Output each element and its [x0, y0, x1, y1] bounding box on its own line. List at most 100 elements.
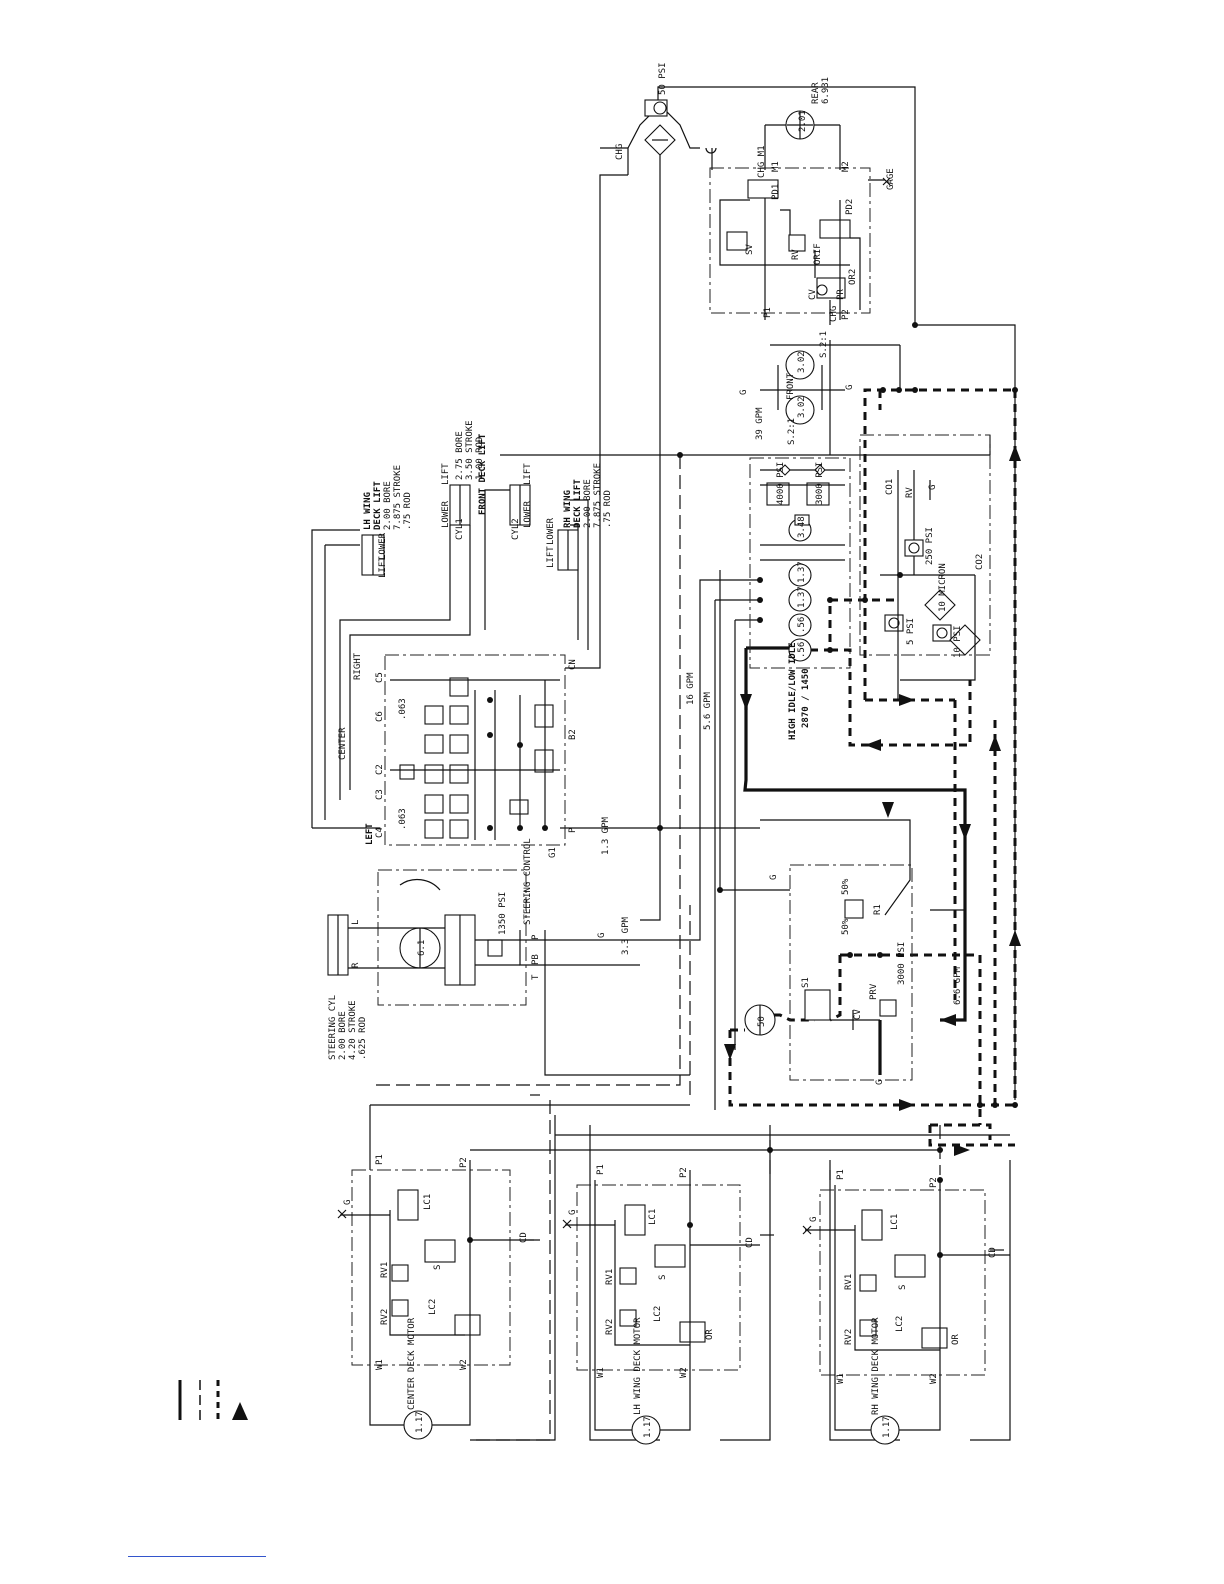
label-56gpm: 5.6 GPM: [703, 691, 713, 730]
label-rear-flow: 2.01: [798, 110, 808, 132]
label-front-disp2: 3.02: [797, 351, 807, 373]
label-or2: OR2: [848, 269, 858, 285]
label-s21-a: S.2:1: [787, 418, 797, 445]
label-rpm: 2870 / 1450: [801, 668, 811, 728]
main-lines: [311, 86, 1016, 1441]
center-p2: P2: [459, 1157, 469, 1168]
label-13gpm: 1.3 GPM: [601, 816, 611, 855]
rh-p2: P2: [929, 1177, 939, 1188]
center-lc2: LC2: [428, 1299, 438, 1315]
label-chg-m1: CHG M1: [757, 145, 767, 178]
label-50pct-b: 50%: [841, 918, 851, 935]
label-cn: CN: [568, 659, 578, 670]
gear-pump-stack: 4000 PSI 3000 PSI 3.48 1.37 1.37 .56 .56: [749, 434, 991, 669]
label-g-front: G: [739, 390, 749, 395]
label-cyl2: CYL2: [511, 518, 521, 540]
center-rv2: RV2: [380, 1309, 390, 1325]
label-orf2: .063: [398, 808, 408, 830]
lh-w2: W2: [679, 1367, 689, 1378]
label-cv: CV: [808, 289, 818, 300]
label-c2: C2: [375, 764, 385, 775]
label-steer-rod: .625 ROD: [358, 1017, 368, 1060]
label-steer-pb: PB: [531, 954, 541, 965]
label-front-lift1: LIFT: [441, 463, 451, 485]
label-lh-lower: LOWER: [378, 532, 388, 560]
label-idle: HIGH IDLE/LOW IDLE: [788, 642, 798, 740]
label-chg2: CHG: [829, 306, 839, 322]
lh-w1: W1: [596, 1367, 606, 1378]
rh-lc1: LC1: [890, 1214, 900, 1230]
label-prv: PRV: [869, 983, 879, 1000]
label-g-mcb: G: [875, 1080, 885, 1085]
label-rv: RV: [791, 249, 801, 260]
label-right: RIGHT: [353, 652, 363, 680]
rh-cd: CD: [988, 1247, 998, 1258]
label-lh-rod: .75 ROD: [403, 492, 413, 530]
label-250psi: 250 PSI: [925, 527, 935, 565]
label-pd2: PD2: [845, 199, 855, 215]
label-pump4: .56: [797, 642, 807, 658]
center-rv1: RV1: [380, 1262, 390, 1278]
label-m1: M1: [771, 161, 781, 172]
flow-arrows: [724, 445, 1021, 1156]
lh-lc2: LC2: [653, 1306, 663, 1322]
label-66gpm: 6.6 GPM: [953, 966, 963, 1005]
line-legend: [178, 1380, 248, 1420]
label-c4: C4: [375, 827, 385, 838]
label-steer-relief: 1350 PSI: [498, 892, 508, 935]
label-steer-p: P: [531, 934, 541, 940]
return-lines: [370, 455, 1010, 1441]
lift-valve-manifold: LEFT CENTER RIGHT C5 C6 C2 C3 C4 .063 .0…: [338, 652, 611, 858]
label-steer-disp: 6.1: [417, 940, 427, 956]
rh-lc2: LC2: [895, 1316, 905, 1332]
center-cd: CD: [519, 1232, 529, 1243]
center-w1: W1: [375, 1359, 385, 1370]
front-pump: 3.02 3.02 FRONT S.2:1 S.2:1 39 GPM G G: [739, 331, 901, 455]
rh-or: OR: [951, 1334, 961, 1345]
label-39gpm: 39 GPM: [755, 407, 765, 440]
label-micron: 10 MICRON: [938, 563, 948, 612]
label-sv: SV: [745, 244, 755, 255]
label-mfd-disp: 50: [757, 1016, 767, 1027]
center-motor-disp: 1.17: [415, 1411, 425, 1433]
label-rh-stroke: 7.875 STROKE: [593, 463, 603, 528]
center-p1: P1: [375, 1154, 385, 1165]
label-b2: B2: [568, 729, 578, 740]
label-pump3: .56: [797, 617, 807, 633]
label-steer-l: L: [351, 920, 361, 925]
label-p1: P1: [763, 307, 773, 318]
label-c6: C6: [375, 711, 385, 722]
label-cyl1: CYL1: [455, 518, 465, 540]
label-rh-bore: 2.00 BORE: [583, 479, 593, 528]
label-lh-deck-lift: DECK LIFT: [373, 481, 383, 530]
label-c5: C5: [375, 672, 385, 683]
footer-rule: [128, 1556, 266, 1557]
label-front: FRONT: [786, 372, 796, 400]
label-rh-wing: RH WING: [563, 490, 573, 528]
lh-rv2: RV2: [605, 1319, 615, 1335]
steering-unit: STEERING CYL 2.00 BORE 4.20 STROKE .625 …: [327, 838, 631, 1060]
rh-p1: P1: [836, 1169, 846, 1180]
label-3000psi-a: 3000 PSI: [815, 462, 825, 505]
label-chg: CHG: [615, 144, 625, 160]
label-orif: ORIF: [813, 243, 823, 265]
label-g-fd: G: [769, 875, 779, 880]
label-4000psi: 4000 PSI: [776, 462, 786, 505]
label-gage: GAGE: [886, 168, 896, 190]
label-front-bore: 2.75 BORE: [455, 431, 465, 480]
label-r1: R1: [873, 904, 883, 915]
center-s: S: [433, 1265, 443, 1270]
label-pump2: 1.37: [797, 586, 807, 608]
lh-or: OR: [705, 1329, 715, 1340]
label-g-steer: G: [597, 933, 607, 938]
label-50psi: 50 PSI: [658, 62, 668, 95]
label-pr: PR: [836, 289, 846, 300]
lh-rv1: RV1: [605, 1269, 615, 1285]
label-rv-cooler: RV: [905, 487, 915, 498]
label-co1: CO1: [885, 479, 895, 495]
label-rear-disp: 6.931: [821, 77, 831, 104]
label-front-lift2: LIFT: [523, 463, 533, 485]
label-50pct-a: 50%: [841, 878, 851, 895]
center-g: G: [343, 1200, 353, 1205]
